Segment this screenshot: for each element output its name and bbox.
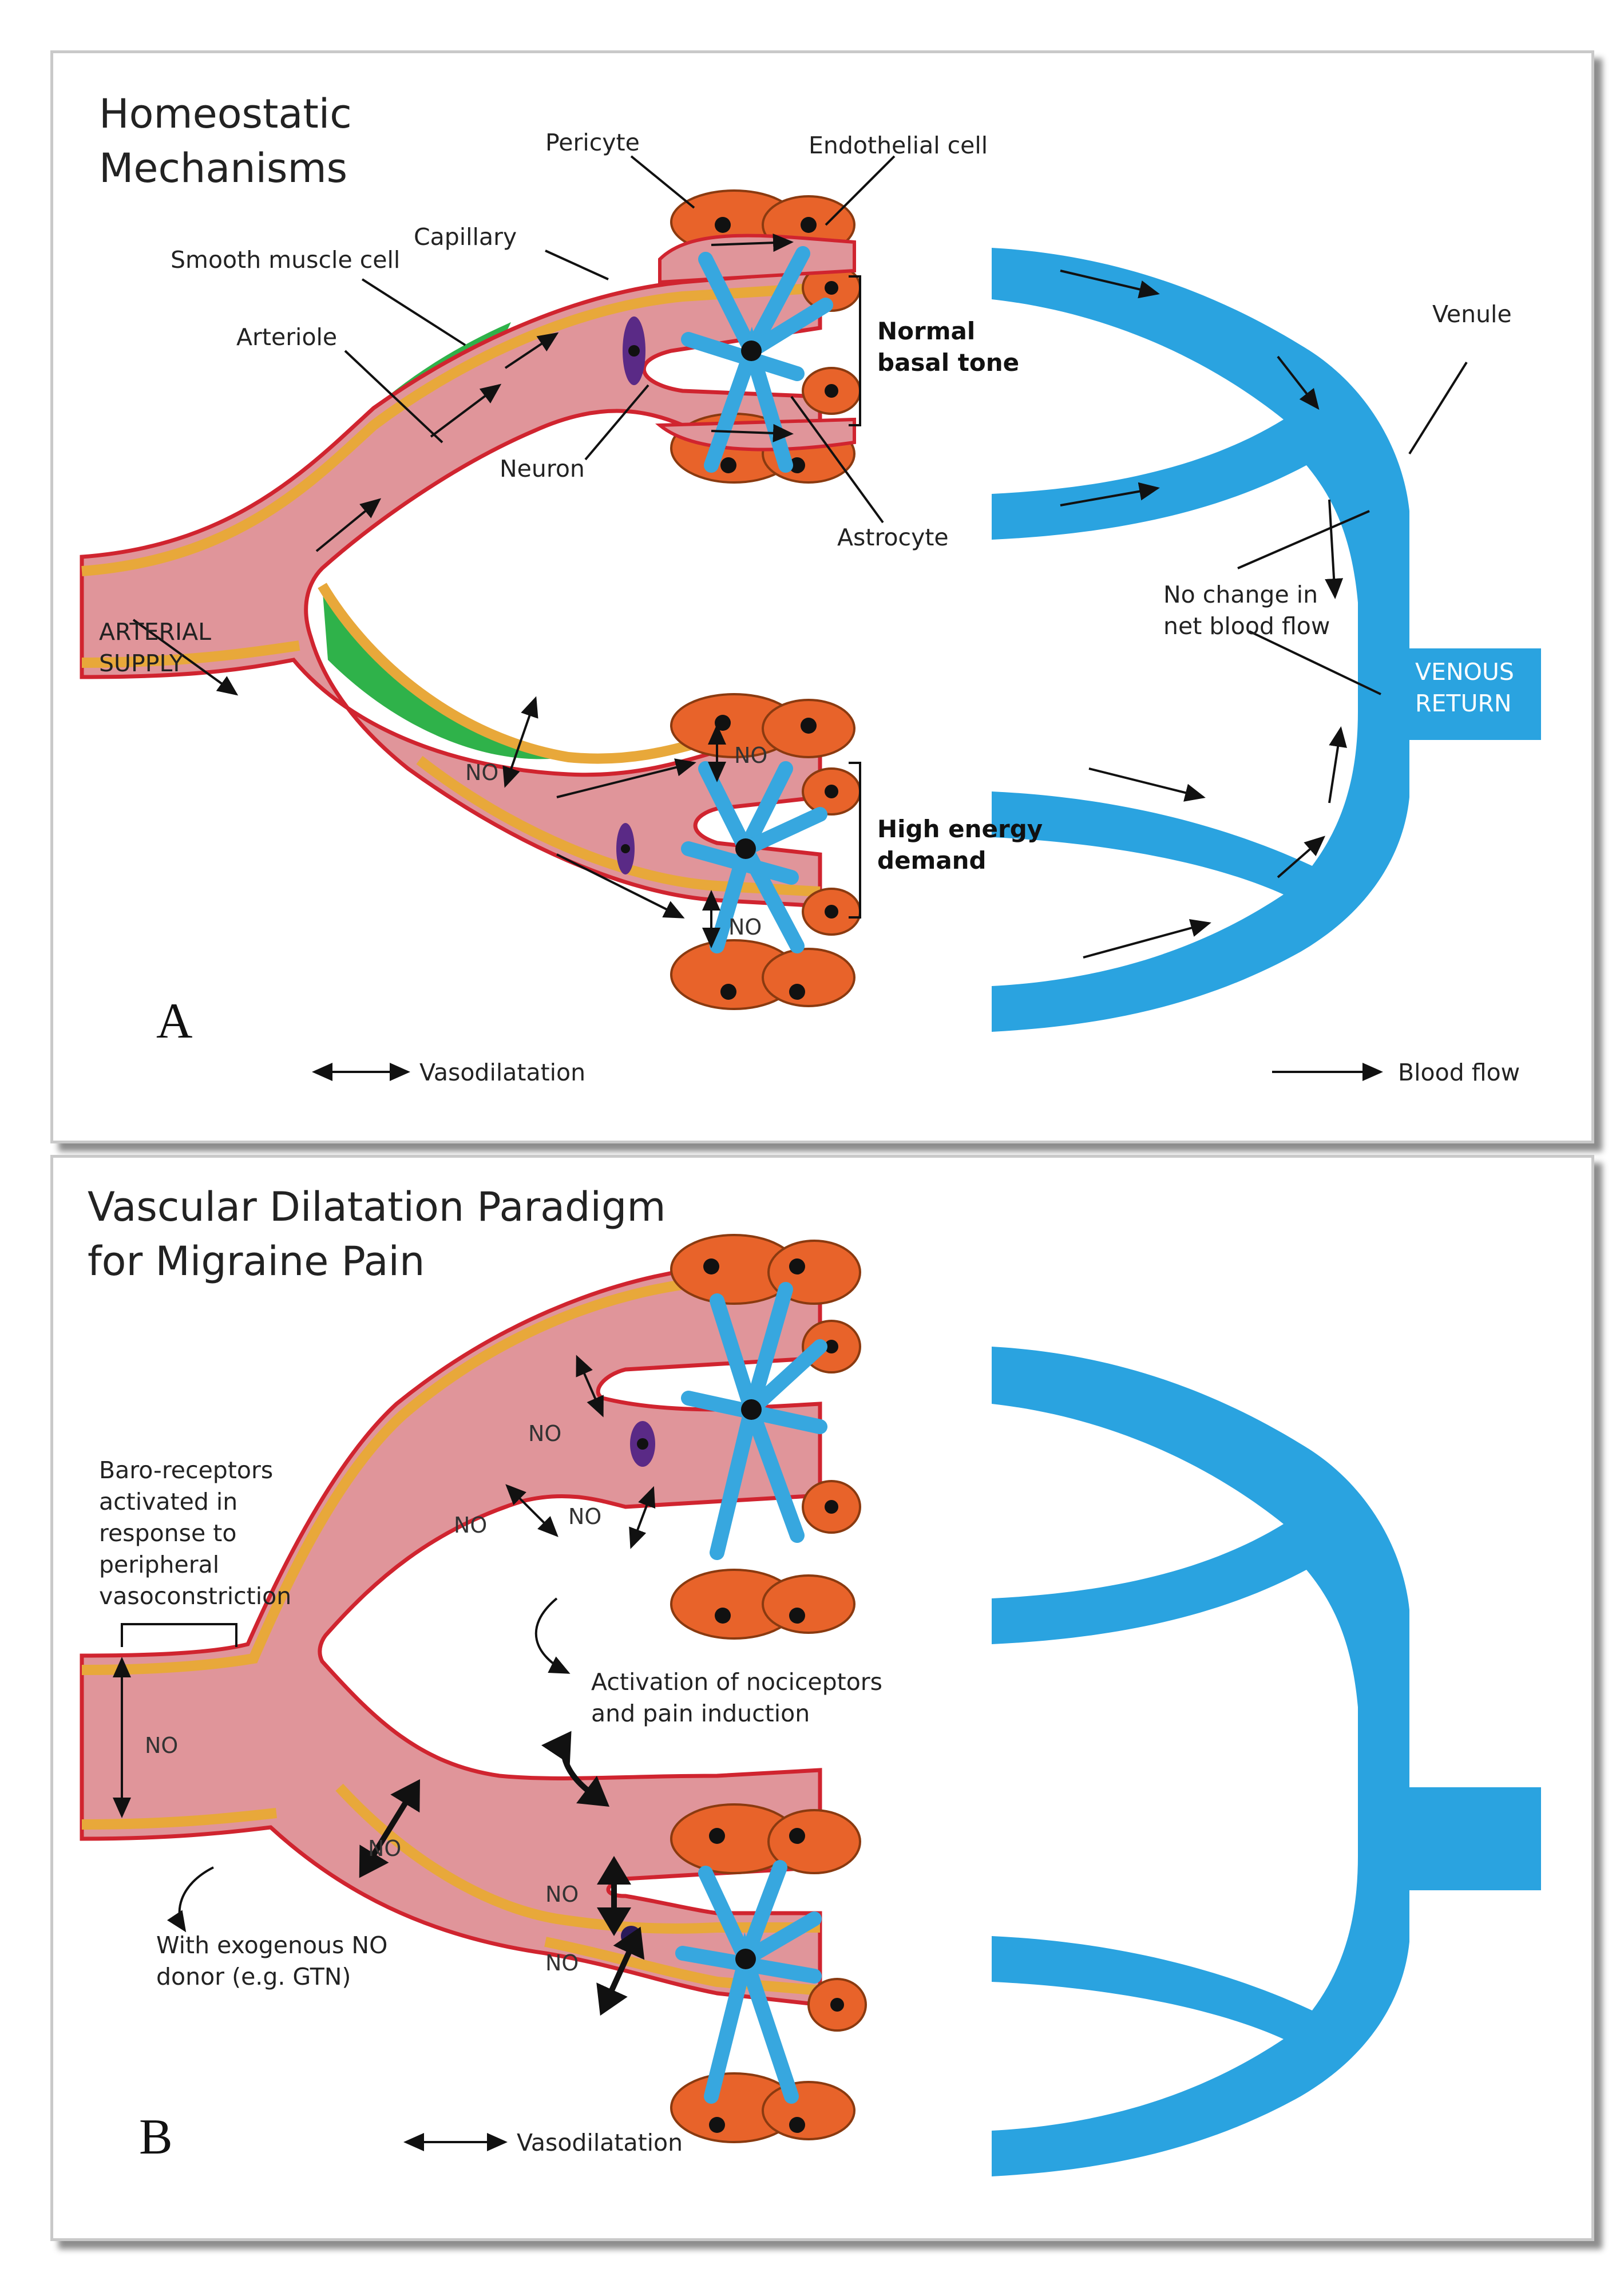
- panel-b-title-line2: for Migraine Pain: [88, 1238, 425, 1285]
- label-normal-tone-2: basal tone: [877, 349, 1019, 377]
- no-label-b6: NO: [545, 1882, 579, 1907]
- panel-b-letter: B: [139, 2109, 173, 2165]
- label-smooth-muscle-cell: Smooth muscle cell: [171, 246, 400, 274]
- no-label-b5: NO: [368, 1836, 401, 1861]
- no-label-b2: NO: [528, 1421, 561, 1446]
- arterial-tree: [80, 268, 822, 908]
- venous-tree: [992, 248, 1541, 1032]
- label-high-energy-2: demand: [877, 846, 987, 874]
- label-arteriole: Arteriole: [236, 323, 337, 351]
- no-label-b7: NO: [545, 1950, 579, 1976]
- label-baro-5: vasoconstriction: [99, 1582, 291, 1610]
- label-no-change-1: No change in: [1163, 581, 1318, 608]
- baro-bracket: [121, 1623, 237, 1647]
- label-venous-2: RETURN: [1415, 690, 1512, 717]
- astrocyte-top-nucleus: [741, 341, 762, 361]
- no-label-b4: NO: [568, 1504, 601, 1529]
- label-venule: Venule: [1432, 300, 1512, 328]
- panel-a-homeostatic: Homeostatic Mechanisms: [50, 50, 1594, 1143]
- label-arterial-2: SUPPLY: [99, 650, 184, 677]
- venous-tree-b: [992, 1347, 1541, 2176]
- label-baro-2: activated in: [99, 1488, 237, 1515]
- panel-b-migraine: Vascular Dilatation Paradigm for Migrain…: [50, 1155, 1594, 2241]
- label-pericyte: Pericyte: [545, 129, 640, 156]
- astrocyte-b-top-nucleus: [741, 1399, 762, 1420]
- label-activation-1: Activation of nociceptors: [591, 1668, 882, 1696]
- no-label-b1: NO: [145, 1733, 178, 1758]
- panel-b-title-line1: Vascular Dilatation Paradigm: [88, 1183, 666, 1230]
- vasodilatation-arrows-a: [502, 696, 726, 948]
- no-label-a3: NO: [728, 915, 762, 940]
- label-baro-4: peripheral: [99, 1551, 219, 1578]
- no-label-b3: NO: [454, 1513, 487, 1538]
- astrocyte-bottom-nucleus: [735, 838, 756, 859]
- label-arterial-1: ARTERIAL: [99, 618, 211, 646]
- label-no-change-2: net blood flow: [1163, 612, 1330, 640]
- legend-vasodilatation-a: Vasodilatation: [419, 1059, 585, 1086]
- panel-a-diagram: Homeostatic Mechanisms: [80, 90, 1541, 1086]
- legend-blood-flow: Blood flow: [1398, 1059, 1520, 1086]
- panel-b-diagram: Vascular Dilatation Paradigm for Migrain…: [80, 1183, 1541, 2176]
- legend-vasodilatation-b: Vasodilatation: [517, 2129, 683, 2156]
- astrocyte-b-bottom-nucleus: [735, 1949, 756, 1969]
- capillary-top: [655, 189, 861, 484]
- neuron-b-bottom: [621, 1926, 641, 1946]
- vasodilatation-arrows-b: [113, 1355, 656, 2016]
- label-activation-2: and pain induction: [591, 1700, 810, 1727]
- no-label-a1: NO: [465, 760, 498, 785]
- label-high-energy-1: High energy: [877, 815, 1043, 843]
- capillary-bottom: [670, 693, 861, 1010]
- label-venous-1: VENOUS: [1415, 658, 1514, 686]
- label-leaders-a: [344, 155, 1468, 919]
- label-capillary: Capillary: [414, 223, 517, 251]
- label-exogenous-1: With exogenous NO: [156, 1931, 387, 1959]
- panel-a-title-line2: Mechanisms: [99, 145, 347, 192]
- curved-arrows-b: [167, 1597, 609, 1933]
- label-normal-tone-1: Normal: [877, 317, 975, 345]
- label-exogenous-2: donor (e.g. GTN): [156, 1963, 351, 1990]
- panel-a-title-line1: Homeostatic: [99, 90, 352, 137]
- blood-flow-arrows: [132, 233, 1347, 959]
- no-label-a2: NO: [734, 743, 767, 768]
- label-neuron: Neuron: [500, 455, 585, 482]
- label-endothelial-cell: Endothelial cell: [809, 132, 988, 159]
- label-astrocyte: Astrocyte: [837, 524, 949, 551]
- panel-a-letter: A: [156, 993, 193, 1049]
- label-baro-1: Baro-receptors: [99, 1456, 273, 1484]
- label-baro-3: response to: [99, 1519, 236, 1547]
